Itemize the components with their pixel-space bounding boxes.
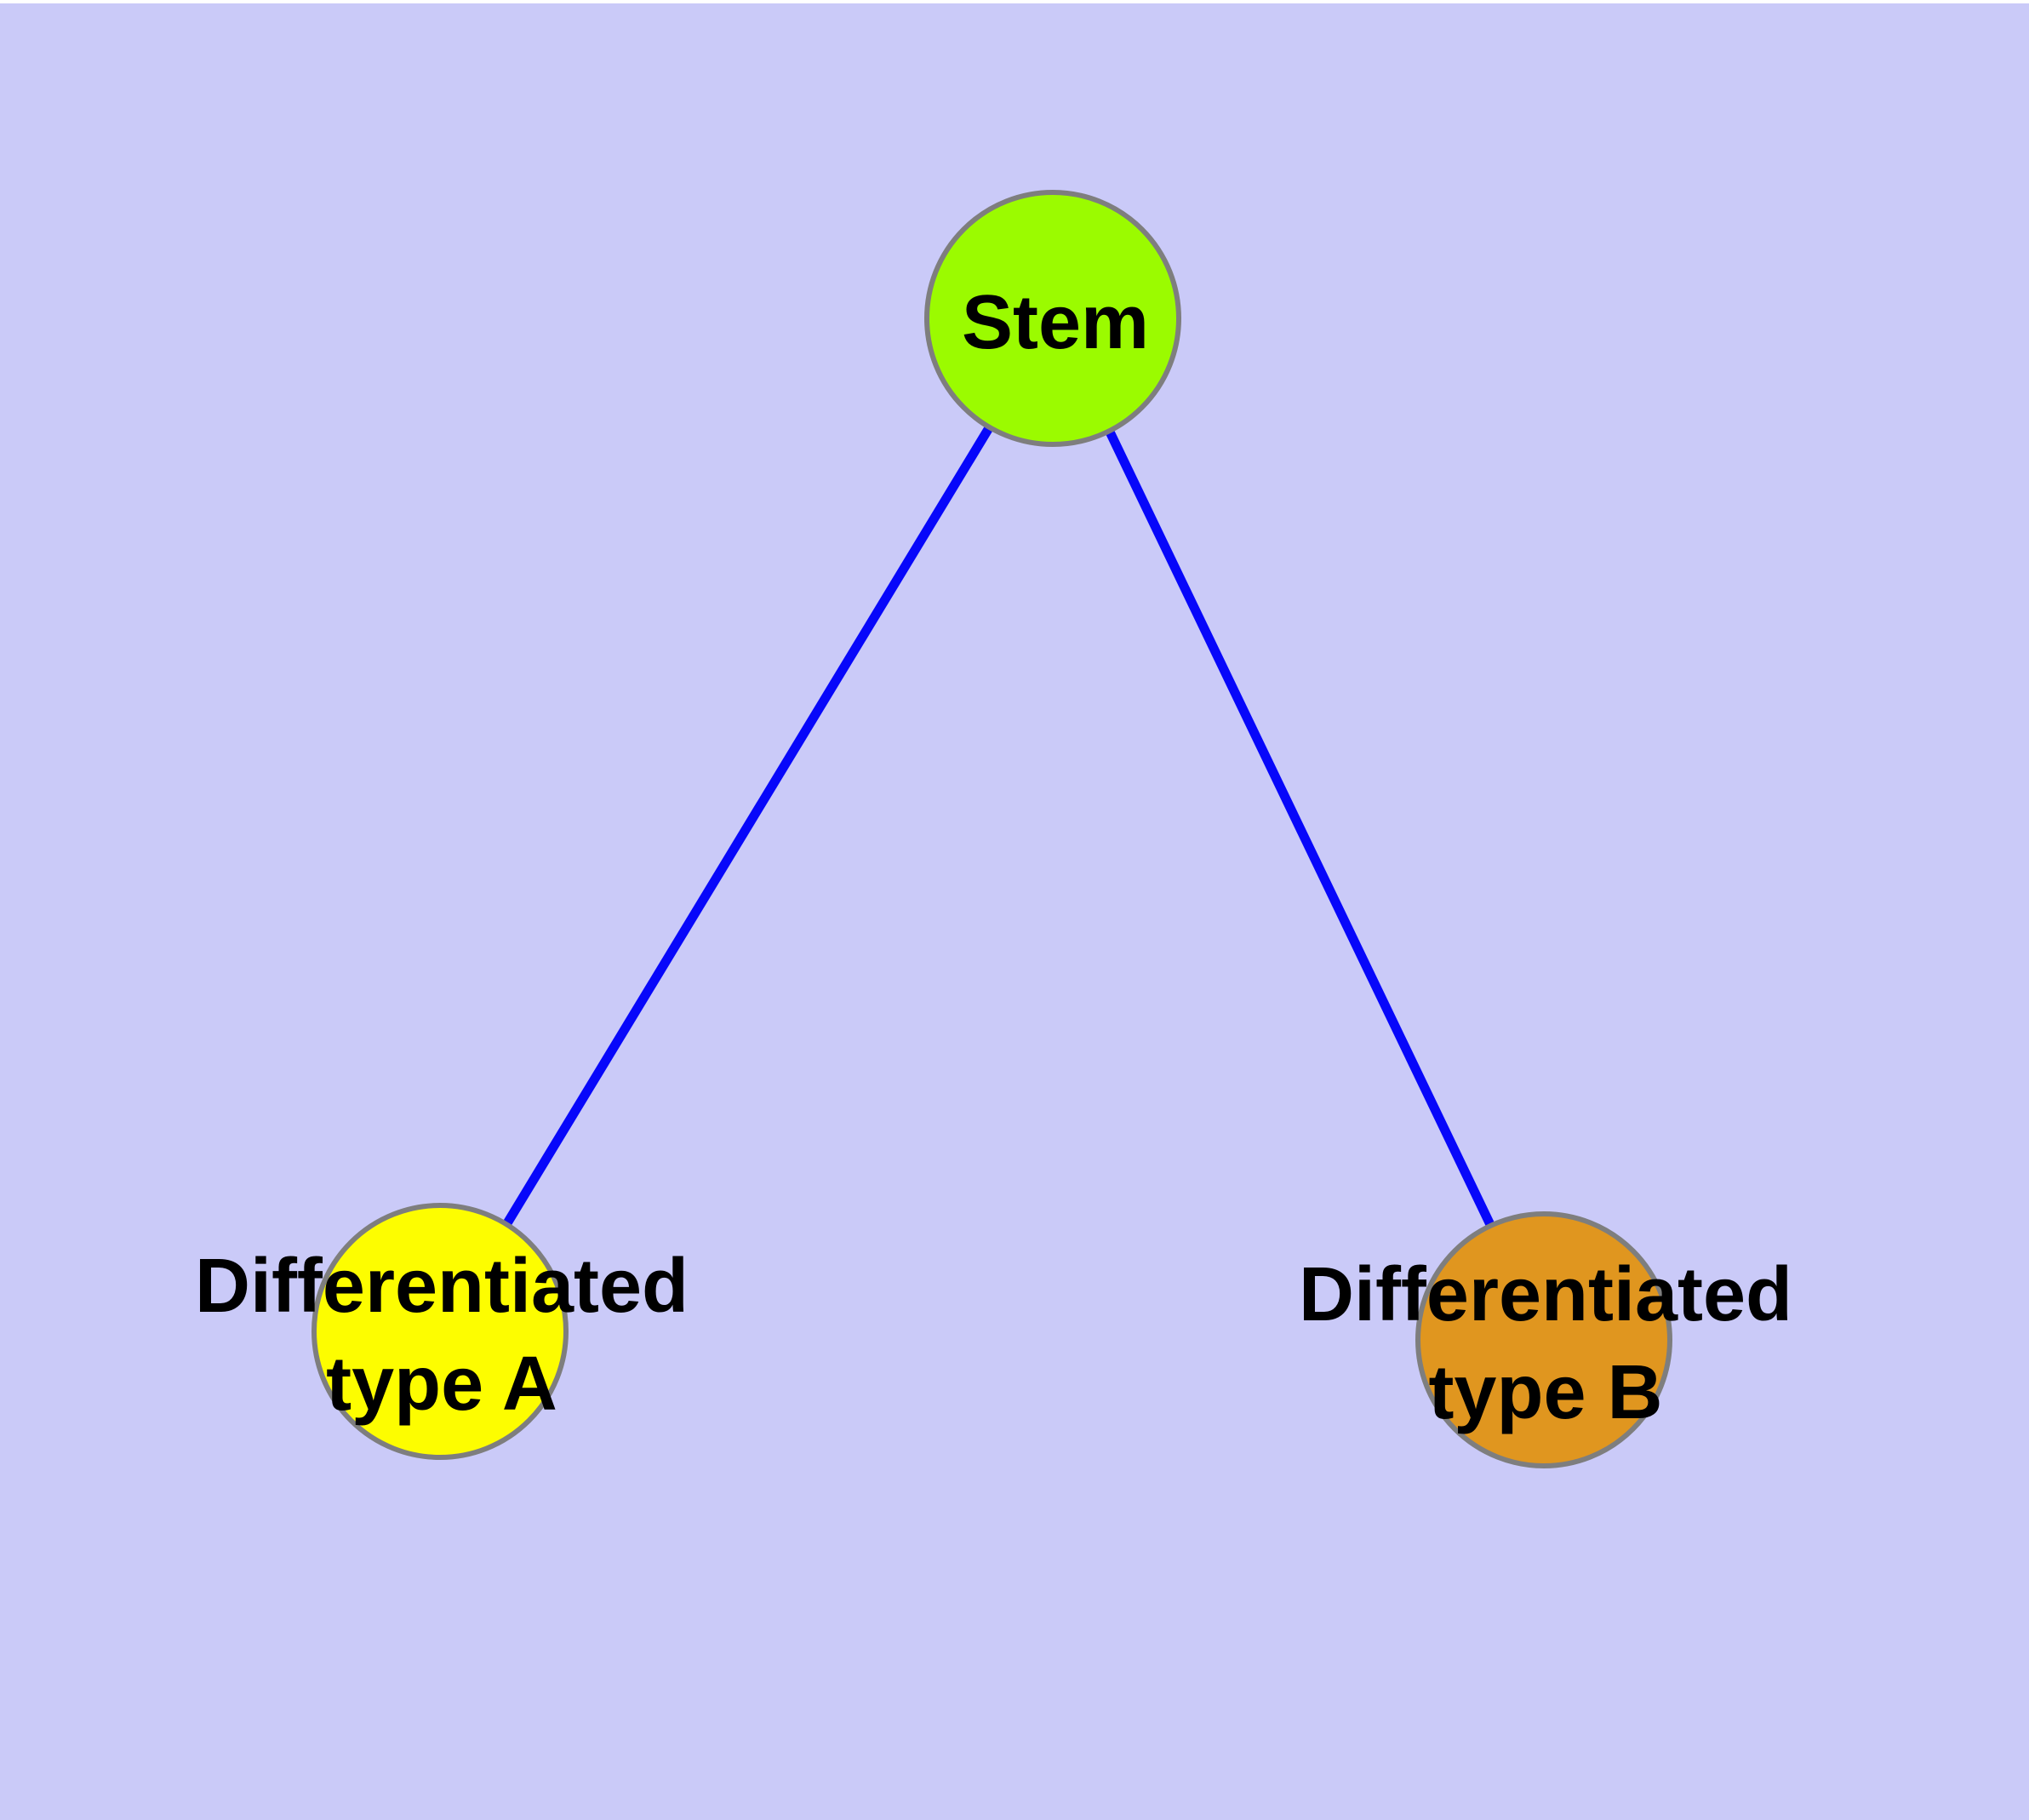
node-stem [924,190,1181,447]
top-margin-strip [0,0,2029,3]
graph-panel: Stem Differentiated type A Differentiate… [0,3,2029,1820]
edge-stem-to-type-b [1051,316,1550,1342]
edge-stem-to-type-a [437,316,1060,1334]
node-differentiated-type-b [1415,1211,1672,1468]
edge-layer [437,316,1550,1342]
node-differentiated-type-a [311,1203,569,1460]
